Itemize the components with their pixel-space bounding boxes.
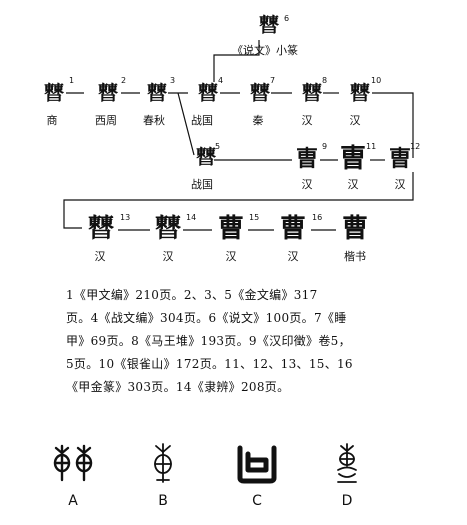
stage-number: 6 [284, 14, 290, 23]
stage-label: 《说文》小篆 [232, 44, 298, 57]
option-c-glyph [234, 440, 280, 486]
glyph-stage-6: 𣍘 [259, 13, 279, 37]
stage-label: 汉 [301, 114, 313, 127]
option-letter: C [252, 493, 262, 509]
option-c[interactable]: C [234, 440, 280, 510]
stage-number: 14 [186, 213, 197, 222]
stage-label: 汉 [94, 250, 106, 263]
option-d-glyph [324, 440, 370, 486]
stage-label: 汉 [349, 114, 361, 127]
glyph-stage-5: 𣍘 [196, 145, 216, 169]
glyph-stage-10: 𣍘 [350, 81, 370, 105]
stage-number: 15 [249, 213, 260, 222]
option-d[interactable]: D [324, 440, 370, 510]
stage-number: 13 [120, 213, 131, 222]
option-a[interactable]: A [50, 440, 96, 510]
stage-label: 商 [46, 114, 58, 127]
glyph-stage-13: 𣍘 [87, 214, 114, 244]
reference-line: 甲》69页。8《马王堆》193页。9《汉印徵》卷5， [66, 334, 351, 348]
connector [372, 92, 414, 158]
glyph-kaishu: 曹 [341, 214, 368, 244]
stage-label: 汉 [225, 250, 237, 263]
glyph-stage-16: 曹 [279, 214, 306, 244]
stage-label: 秦 [252, 114, 264, 127]
stage-number: 10 [371, 76, 382, 85]
option-a-glyph [50, 440, 96, 486]
option-b[interactable]: B [140, 440, 186, 510]
stage-number: 9 [322, 142, 328, 151]
stage-number: 12 [410, 142, 421, 151]
glyph-stage-11: 曺 [339, 144, 366, 174]
stage-label: 战国 [191, 178, 213, 191]
stage-label: 汉 [301, 178, 313, 191]
glyph-stage-12: 曺 [388, 146, 411, 172]
option-letter: B [158, 493, 168, 509]
stage-label: 汉 [162, 250, 174, 263]
reference-notes: 1《甲文编》210页。2、3、5《金文编》317 页。4《战文编》304页。6《… [66, 284, 396, 399]
stage-label: 汉 [394, 178, 406, 191]
stage-label: 春秋 [143, 114, 165, 127]
stage-number: 5 [215, 142, 221, 151]
glyph-stage-14: 𣍘 [154, 214, 181, 244]
option-letter: A [68, 493, 78, 509]
stage-number: 16 [312, 213, 323, 222]
glyph-stage-15: 曹 [217, 214, 244, 244]
option-letter: D [341, 493, 353, 509]
glyph-stage-1: 𣍘 [44, 81, 64, 105]
reference-line: 1《甲文编》210页。2、3、5《金文编》317 [66, 288, 318, 302]
stage-number: 3 [170, 76, 176, 85]
stage-number: 11 [366, 142, 377, 151]
stage-label: 战国 [191, 114, 213, 127]
glyph-stage-9: 曺 [295, 146, 318, 172]
reference-line: 《甲金篆》303页。14《隶辨》208页。 [66, 380, 290, 394]
stage-number: 1 [69, 76, 75, 85]
stage-number: 7 [270, 76, 276, 85]
glyph-stage-8: 𣍘 [302, 81, 322, 105]
stage-label: 楷书 [344, 250, 366, 263]
glyph-stage-7: 𣍘 [250, 81, 270, 105]
glyph-stage-4: 𣍘 [198, 81, 218, 105]
glyph-stage-2: 𣍘 [98, 81, 118, 105]
reference-line: 5页。10《银雀山》172页。11、12、13、15、16 [66, 357, 353, 371]
reference-line: 页。4《战文编》304页。6《说文》100页。7《睡 [66, 311, 347, 325]
stage-label: 汉 [347, 178, 359, 191]
option-b-glyph [140, 440, 186, 486]
glyph-stage-3: 𣍘 [147, 81, 167, 105]
connector [63, 172, 414, 229]
connector [213, 40, 260, 82]
connector [177, 92, 195, 156]
stage-label: 西周 [95, 114, 117, 127]
stage-number: 4 [218, 76, 224, 85]
stage-label: 汉 [287, 250, 299, 263]
stage-number: 8 [322, 76, 328, 85]
stage-number: 2 [121, 76, 127, 85]
